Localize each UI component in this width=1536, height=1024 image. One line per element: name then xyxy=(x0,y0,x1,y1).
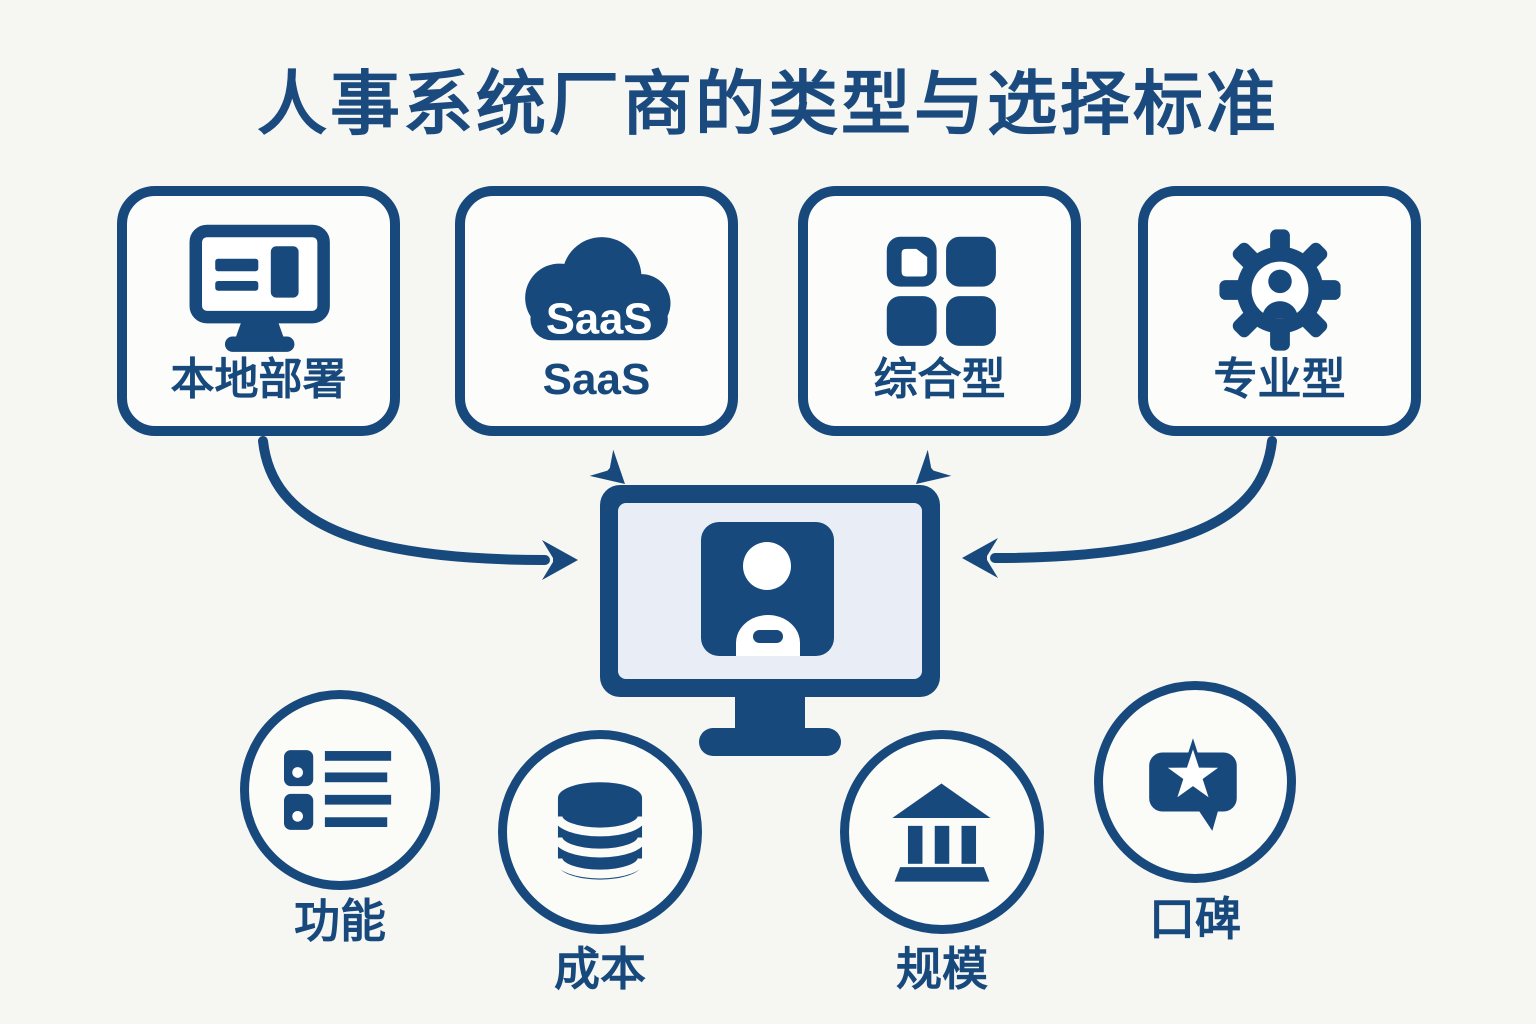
vendor-label-saas: SaaS xyxy=(542,355,651,404)
criteria-circle-reputation xyxy=(1094,681,1296,883)
scale-bank-icon xyxy=(892,783,991,882)
vendor-box-comprehensive: 综合型 xyxy=(798,186,1081,436)
criteria-label-features: 功能 xyxy=(294,895,386,947)
app-grid-icon xyxy=(876,222,1004,358)
vendor-label-specialized: 专业型 xyxy=(1213,355,1346,404)
monitor-user-icon xyxy=(600,485,940,756)
reputation-review-icon xyxy=(1149,738,1237,831)
saas-cloud-text: SaaS xyxy=(546,296,653,344)
vendor-label-onpremise: 本地部署 xyxy=(170,355,347,404)
criteria-label-reputation: 口碑 xyxy=(1149,893,1241,945)
vendor-box-saas: SaaS SaaS xyxy=(455,186,738,436)
criteria-circle-features xyxy=(240,690,440,890)
criteria-label-cost: 成本 xyxy=(554,943,646,995)
saas-cloud-icon: SaaS xyxy=(504,222,689,358)
criteria-label-scale: 规模 xyxy=(896,943,988,995)
cost-database-icon xyxy=(553,782,647,880)
vendor-label-comprehensive: 综合型 xyxy=(873,355,1006,404)
vendor-box-specialized: 专业型 xyxy=(1138,186,1421,436)
gear-person-icon xyxy=(1212,222,1348,358)
criteria-circle-scale xyxy=(840,730,1044,934)
feature-list-icon xyxy=(284,750,392,830)
desktop-monitor-icon xyxy=(179,222,339,358)
page-title: 人事系统厂商的类型与选择标准 xyxy=(257,65,1279,143)
vendor-box-onpremise: 本地部署 xyxy=(117,186,400,436)
criteria-circle-cost xyxy=(498,730,702,934)
